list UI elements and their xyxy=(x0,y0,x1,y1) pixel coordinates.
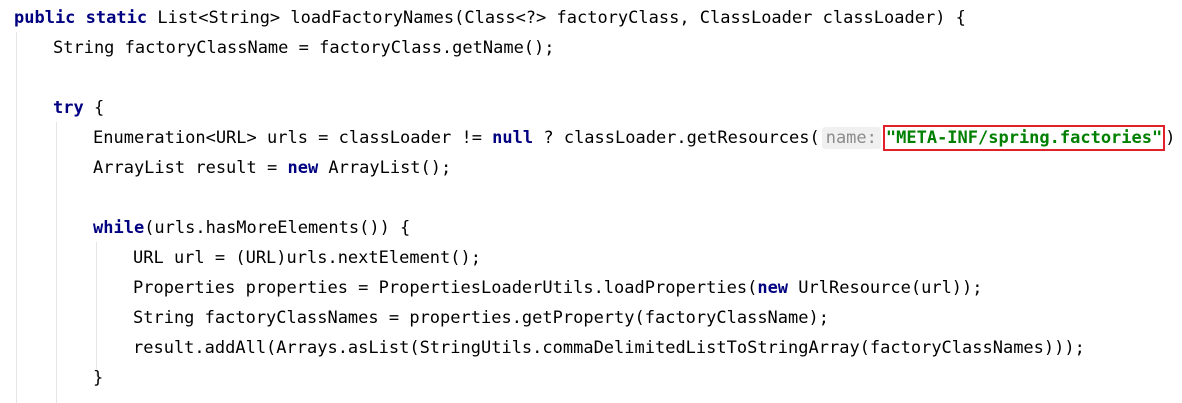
code-text: ) xyxy=(1165,128,1176,148)
keyword-public: public xyxy=(14,8,76,28)
code-text: ArrayList result = xyxy=(93,158,288,178)
code-line-12: result.addAll(Arrays.asList(StringUtils.… xyxy=(133,333,1085,363)
code-line-13: } xyxy=(93,363,103,393)
code-line-4: try { xyxy=(53,93,104,123)
code-text: } xyxy=(93,368,104,388)
code-text: result.addAll(Arrays.asList(StringUtils.… xyxy=(133,338,1085,358)
code-line-11: String factoryClassNames = properties.ge… xyxy=(133,303,829,333)
string-highlight-box: "META-INF/spring.factories" xyxy=(882,125,1166,151)
code-text: (urls.hasMoreElements()) { xyxy=(144,218,411,238)
code-line-9: URL url = (URL)urls.nextElement(); xyxy=(133,243,481,273)
code-line-8: while(urls.hasMoreElements()) { xyxy=(93,213,410,243)
code-text: List<String> loadFactoryNames(Class<?> f… xyxy=(157,8,966,28)
parameter-name-hint: name: xyxy=(821,127,881,149)
keyword-new: new xyxy=(757,278,789,298)
code-text: URL url = (URL)urls.nextElement(); xyxy=(133,248,481,268)
keyword-null: null xyxy=(492,128,534,148)
keyword-static: static xyxy=(85,8,148,28)
code-line-6: ArrayList result = new ArrayList(); xyxy=(93,153,451,183)
code-text: ? classLoader.getResources( xyxy=(533,128,820,148)
string-literal: "META-INF/spring.factories" xyxy=(885,128,1163,148)
indent-guide xyxy=(16,32,17,403)
code-text: { xyxy=(93,98,105,118)
code-line-10: Properties properties = PropertiesLoader… xyxy=(133,273,983,303)
code-line-1: public static List<String> loadFactoryNa… xyxy=(14,3,966,33)
code-text: String factoryClassNames = properties.ge… xyxy=(133,308,829,328)
code-text: Properties properties = PropertiesLoader… xyxy=(133,278,758,298)
keyword-while: while xyxy=(93,218,145,238)
keyword-new: new xyxy=(287,158,319,178)
indent-guide xyxy=(96,242,97,376)
code-line-2: String factoryClassName = factoryClass.g… xyxy=(53,33,555,63)
code-text: String factoryClassName = factoryClass.g… xyxy=(53,38,555,58)
code-text: ArrayList(); xyxy=(318,158,452,178)
code-text: UrlResource(url)); xyxy=(788,278,983,298)
keyword-try: try xyxy=(53,98,84,118)
indent-guide xyxy=(56,122,57,403)
code-text: Enumeration<URL> urls = classLoader != xyxy=(93,128,493,148)
code-line-5: Enumeration<URL> urls = classLoader != n… xyxy=(93,123,1175,153)
